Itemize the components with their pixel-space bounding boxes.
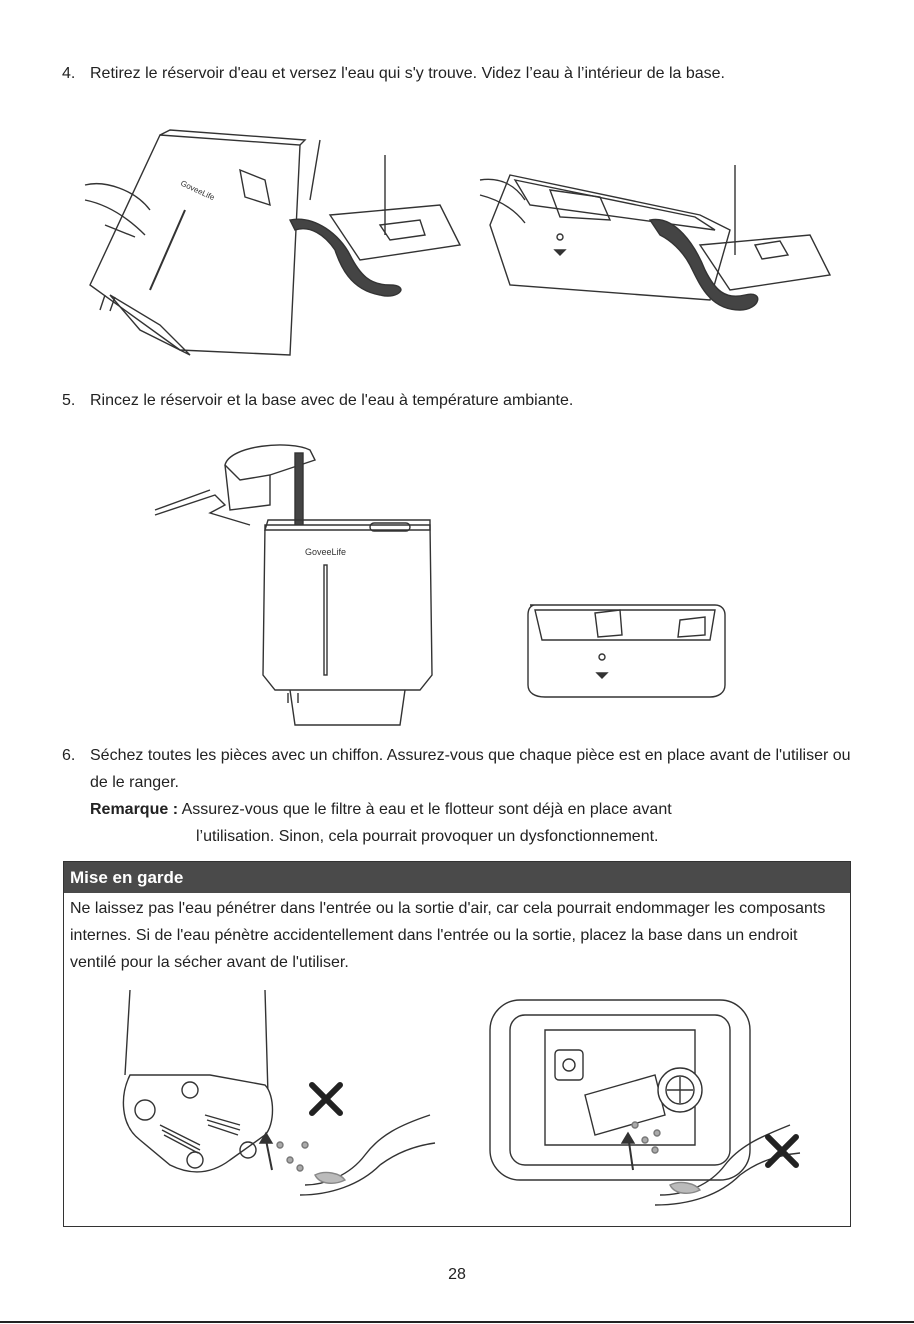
empty-tank-illustration: GoveeLife	[84, 129, 832, 356]
cross-icon	[309, 1082, 343, 1116]
base-illustration	[527, 604, 726, 698]
rinse-illustration: GoveeLife	[154, 444, 726, 726]
step-text: Rincez le réservoir et la base avec de l…	[90, 392, 574, 409]
power-icon	[598, 653, 606, 661]
step-number: 6.	[62, 747, 76, 764]
tank-pouring-illustration: GoveeLife	[84, 129, 462, 356]
note-line-2: l’utilisation. Sinon, cela pourrait prov…	[196, 828, 659, 845]
cross-icon	[765, 1134, 799, 1168]
step-number: 4.	[62, 65, 76, 82]
caution-box: Mise en garde Ne laissez pas l'eau pénét…	[63, 861, 851, 1227]
base-top-illustration	[489, 999, 801, 1206]
note-label: Remarque :	[90, 801, 179, 818]
base-pouring-illustration	[479, 165, 832, 311]
caution-title: Mise en garde	[64, 862, 850, 893]
step-5: 5. Rincez le réservoir et la base avec d…	[62, 387, 862, 414]
faucet-illustration	[154, 444, 316, 534]
note-line-1: Assurez-vous que le filtre à eau et le f…	[181, 801, 672, 818]
step-text: Séchez toutes les pièces avec un chiffon…	[90, 747, 851, 791]
step-4: 4. Retirez le réservoir d'eau et versez …	[62, 60, 862, 87]
caution-illustration	[122, 989, 801, 1206]
page-number: 28	[448, 1266, 466, 1283]
wifi-icon	[553, 249, 567, 256]
bottom-rule	[0, 1321, 914, 1323]
brand-logo: GoveeLife	[305, 547, 346, 557]
caution-text: Ne laissez pas l'eau pénétrer dans l'ent…	[70, 900, 826, 971]
power-icon	[556, 233, 564, 241]
note: Remarque : Assurez-vous que le filtre à …	[90, 796, 830, 850]
tank-illustration: GoveeLife	[262, 519, 433, 726]
base-bottom-illustration	[122, 989, 436, 1196]
step-6: 6. Séchez toutes les pièces avec un chif…	[62, 742, 862, 796]
step-number: 5.	[62, 392, 76, 409]
step-text: Retirez le réservoir d'eau et versez l'e…	[90, 65, 725, 82]
wifi-icon	[595, 672, 609, 679]
